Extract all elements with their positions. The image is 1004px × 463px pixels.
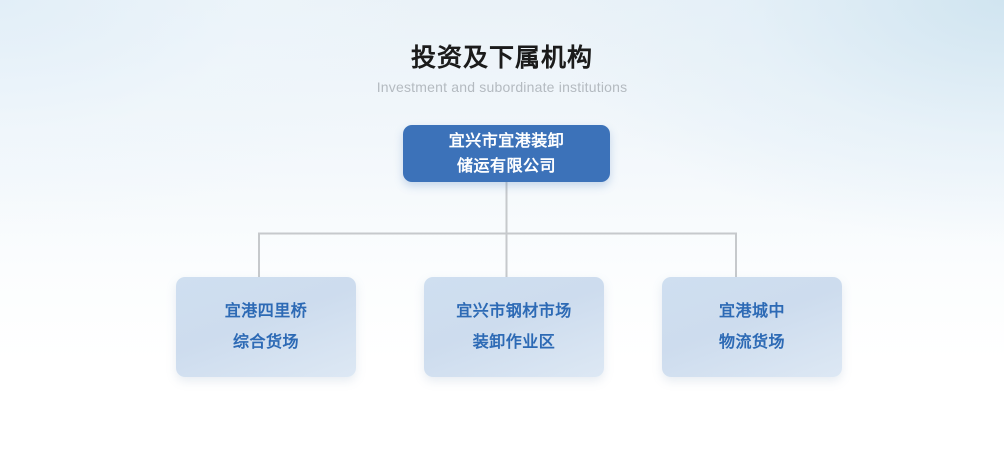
page-heading: 投资及下属机构 Investment and subordinate insti…	[0, 42, 1004, 96]
page-title: 投资及下属机构	[410, 44, 593, 72]
org-node-child-3[interactable]: 宜港城中 物流货场	[662, 277, 842, 377]
page-subtitle: Investment and subordinate institutions	[376, 79, 628, 95]
org-node-child-3-line-1: 宜港城中	[718, 303, 785, 320]
org-node-root-line-1: 宜兴市宜港装卸	[448, 132, 565, 150]
org-node-child-2-line-2: 装卸作业区	[472, 334, 556, 351]
org-node-root-line-2: 储运有限公司	[456, 157, 556, 175]
org-node-child-1[interactable]: 宜港四里桥 综合货场	[176, 277, 356, 377]
org-node-child-1-line-1: 宜港四里桥	[224, 303, 308, 320]
org-node-child-2[interactable]: 宜兴市钢材市场 装卸作业区	[424, 277, 604, 377]
org-node-child-3-line-2: 物流货场	[718, 334, 785, 351]
org-node-child-2-line-1: 宜兴市钢材市场	[456, 303, 572, 320]
org-node-child-1-line-2: 综合货场	[232, 334, 299, 351]
org-node-root[interactable]: 宜兴市宜港装卸 储运有限公司	[403, 125, 610, 182]
